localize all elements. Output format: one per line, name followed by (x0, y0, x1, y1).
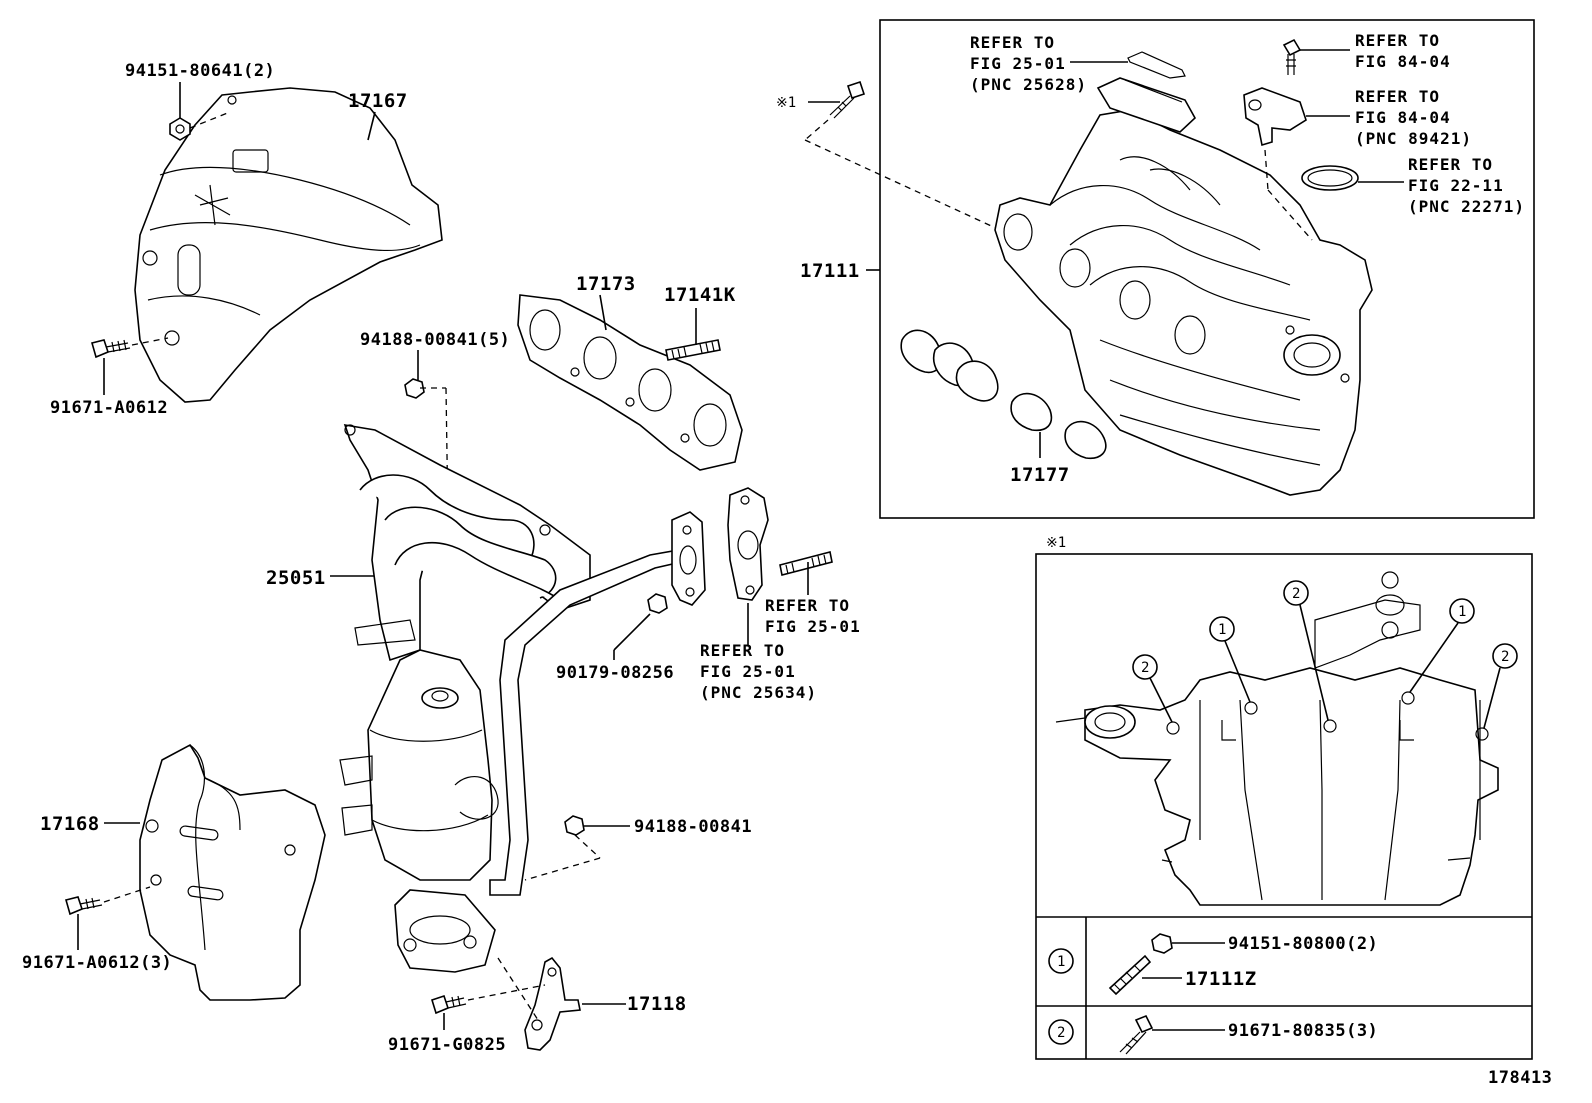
heat-insulator-17168 (104, 743, 326, 1001)
detail-intake-manifold (1055, 571, 1499, 906)
refer-1-line2: FIG 25-01 (970, 54, 1066, 73)
label-94188-00841: 94188-00841 (634, 817, 752, 837)
bracket-17118 (497, 956, 626, 1051)
o-ring-22271 (1301, 165, 1404, 191)
refer-2-line2: FIG 84-04 (1355, 52, 1451, 71)
gasket-exhaust-pipe (727, 487, 769, 645)
refer-3-line2: FIG 84-04 (1355, 108, 1451, 127)
leader-17173 (599, 294, 607, 331)
bolt-refer-2 (1282, 38, 1350, 75)
callout-2-left: 2 (1132, 654, 1173, 723)
svg-text:2: 2 (1057, 1025, 1065, 1041)
refer-3-line3: (PNC 89421) (1355, 129, 1472, 148)
svg-text:1: 1 (1218, 622, 1226, 638)
label-17118: 17118 (627, 993, 687, 1015)
label-94151-80641: 94151-80641(2) (125, 61, 275, 81)
refer-gasket-b-line3: (PNC 25634) (700, 683, 817, 702)
label-17173: 17173 (576, 273, 636, 295)
nut-94188-00841 (524, 815, 630, 881)
bolt-91671-a0612-3 (65, 886, 151, 950)
label-17168: 17168 (40, 813, 100, 835)
label-17167: 17167 (348, 90, 408, 112)
bolt-91671-g0825 (431, 984, 546, 1030)
label-17111z: 17111Z (1185, 968, 1257, 990)
detail-row-1: 1 (1048, 933, 1225, 996)
refer-4-line1: REFER TO (1408, 155, 1493, 174)
gasket-17177 (900, 329, 1107, 460)
label-90179-08256: 90179-08256 (556, 663, 674, 683)
label-91671-a0612-top: 91671-A0612 (50, 398, 168, 418)
refer-gasket-a-line1: REFER TO (765, 596, 850, 615)
refer-gasket-b-line1: REFER TO (700, 641, 785, 660)
stud-exhaust (779, 551, 833, 595)
leader-17167 (367, 111, 376, 141)
detail-row-2: 2 (1048, 1014, 1225, 1055)
stud-17141k (665, 308, 721, 361)
figure-number: 178413 (1488, 1068, 1552, 1088)
refer-3-line1: REFER TO (1355, 87, 1440, 106)
label-94151-80800: 94151-80800(2) (1228, 934, 1378, 954)
refer-1-line1: REFER TO (970, 33, 1055, 52)
svg-text:2: 2 (1141, 660, 1149, 676)
label-25051: 25051 (266, 567, 326, 589)
intake-manifold-17111 (994, 77, 1373, 496)
svg-text:2: 2 (1292, 586, 1300, 602)
svg-text:2: 2 (1501, 649, 1509, 665)
callout-1-right: 1 (1409, 598, 1475, 693)
nut-90179-08256 (613, 593, 668, 660)
refer-gasket-b-line2: FIG 25-01 (700, 662, 796, 681)
asterisk-mark-box: ※1 (1046, 535, 1066, 551)
bolt-91671-a0612 (91, 337, 169, 395)
refer-1-line3: (PNC 25628) (970, 75, 1087, 94)
label-91671-a0612-3: 91671-A0612(3) (22, 953, 172, 973)
callout-1-left: 1 (1209, 616, 1251, 703)
refer-2-line1: REFER TO (1355, 31, 1440, 50)
nut-94151-80641 (169, 82, 231, 141)
label-91671-80835: 91671-80835(3) (1228, 1021, 1378, 1041)
label-17141k: 17141K (664, 284, 736, 306)
bolt-asterisk (804, 80, 1001, 231)
sensor-89421 (1243, 87, 1350, 241)
svg-text:1: 1 (1458, 604, 1466, 620)
label-17177: 17177 (1010, 464, 1070, 486)
refer-4-line2: FIG 22-11 (1408, 176, 1504, 195)
refer-gasket-a-line2: FIG 25-01 (765, 617, 861, 636)
gasket-25628 (1127, 51, 1186, 79)
label-94188-00841-5: 94188-00841(5) (360, 330, 510, 350)
refer-4-line3: (PNC 22271) (1408, 197, 1525, 216)
exhaust-manifold-25051 (339, 423, 706, 973)
callout-2-mid: 2 (1283, 580, 1329, 721)
label-17111: 17111 (800, 260, 860, 282)
asterisk-mark-top: ※1 (776, 95, 796, 111)
label-91671-g0825: 91671-G0825 (388, 1035, 506, 1055)
callout-2-right: 2 (1483, 643, 1518, 729)
detail-box (1035, 553, 1533, 1060)
gasket-17173 (517, 294, 743, 471)
svg-text:1: 1 (1057, 954, 1065, 970)
intake-manifold-box (879, 19, 1535, 519)
